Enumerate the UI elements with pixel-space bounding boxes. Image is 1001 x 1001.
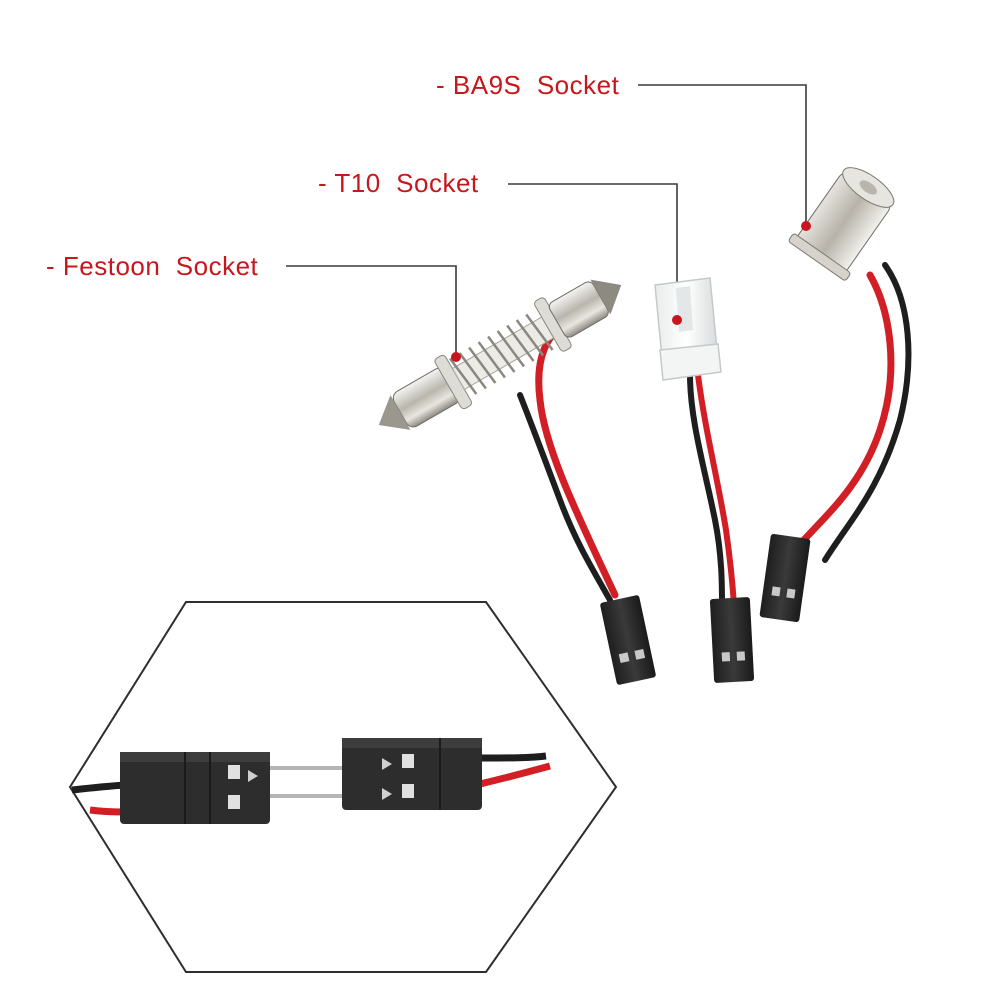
- pointer-dot: [801, 221, 811, 231]
- ba9s-socket: [759, 167, 912, 622]
- leader-line-t10: [508, 183, 678, 320]
- connector-detail-inset: [68, 601, 618, 973]
- pointer-dot: [672, 315, 682, 325]
- festoon-socket-label: - Festoon Socket: [46, 251, 259, 281]
- pointer-dot: [451, 352, 461, 362]
- t10-socket-label: - T10 Socket: [318, 168, 479, 198]
- leader-line-ba9s: [638, 84, 807, 226]
- festoon-socket: [378, 279, 656, 685]
- ba9s-socket-label: - BA9S Socket: [436, 70, 620, 100]
- female-connector: [342, 738, 482, 810]
- leader-line-festoon: [286, 265, 457, 357]
- t10-socket: [654, 277, 755, 683]
- male-connector: [120, 752, 270, 824]
- spring-coil: [449, 313, 554, 395]
